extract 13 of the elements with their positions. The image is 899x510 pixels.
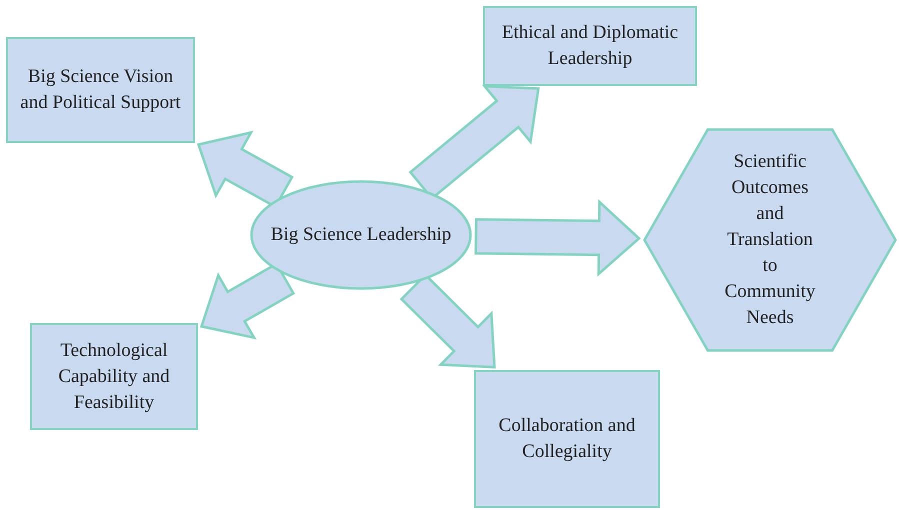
node-label: Collaboration and Collegiality (498, 414, 636, 464)
node-label: Big Science Vision and Political Support (19, 65, 182, 115)
node-label: Ethical and Diplomatic Leadership (500, 21, 680, 71)
process-box (30, 323, 198, 430)
node-label: Scientific Outcomes and Translation to Community Needs (724, 150, 816, 330)
block-arrow (474, 199, 641, 277)
node-label: Big Science Leadership (270, 223, 452, 247)
process-box (474, 370, 660, 508)
hexagon-node (643, 128, 897, 352)
process-box (483, 6, 697, 86)
ellipse-node (250, 180, 472, 290)
process-box (6, 37, 195, 143)
node-label: Technological Capability and Feasibility (57, 338, 171, 414)
